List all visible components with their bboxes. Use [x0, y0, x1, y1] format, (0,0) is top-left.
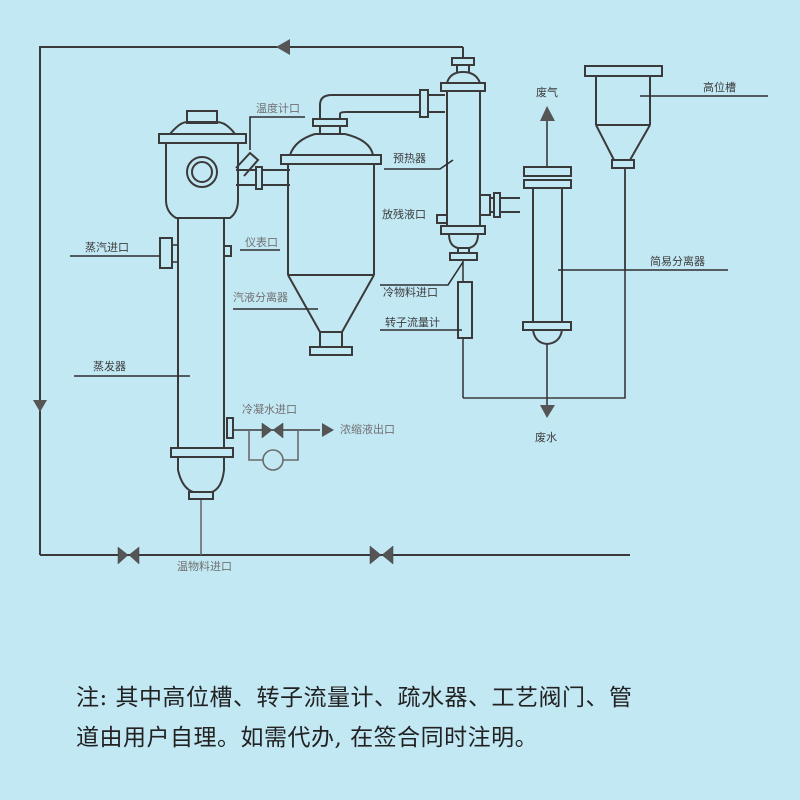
label-steam-inlet: 蒸汽进口 — [85, 240, 129, 254]
arrow-left-icon — [276, 39, 290, 55]
evaporator — [158, 110, 260, 500]
label-concentrate-outlet: 浓缩液出口 — [340, 422, 395, 436]
label-instrument-port: 仪表口 — [245, 235, 278, 249]
preheater — [436, 47, 520, 282]
arrow-right-icon — [322, 423, 334, 437]
head-tank — [584, 65, 663, 270]
label-condensate-inlet: 冷凝水进口 — [242, 402, 297, 416]
valve-icon[interactable] — [117, 546, 140, 565]
process-flow-diagram: 温度计口 预热器 放残液口 废气 高位槽 简易分离器 蒸汽进口 仪表口 汽液分离… — [33, 39, 768, 573]
arrow-up-icon — [540, 106, 555, 121]
footnote-line-2: 道由用户自理。如需代办, 在签合同时注明。 — [76, 725, 539, 751]
label-preheater: 预热器 — [393, 152, 426, 165]
vapor-liquid-separator — [280, 118, 382, 356]
footnote: 注: 其中高位槽、转子流量计、疏水器、工艺阀门、管 道由用户自理。如需代办, 在… — [76, 678, 716, 758]
valve-icon[interactable] — [261, 422, 284, 439]
simple-separator — [522, 106, 572, 418]
label-vapor-liquid-separator: 汽液分离器 — [233, 290, 288, 304]
label-head-tank: 高位槽 — [703, 80, 736, 94]
valve-icon[interactable] — [369, 545, 394, 565]
label-waste-gas: 废气 — [536, 85, 558, 99]
label-evaporator: 蒸发器 — [93, 359, 126, 373]
label-rotameter: 转子流量计 — [385, 315, 440, 329]
bottom-feed-pipe — [40, 498, 630, 565]
label-residue-drain: 放残液口 — [382, 207, 426, 221]
preheater-vapor-pipe — [319, 89, 445, 119]
label-temperature-port: 温度计口 — [256, 101, 300, 115]
label-warm-feed-inlet: 温物料进口 — [177, 559, 232, 573]
label-simple-separator: 简易分离器 — [650, 254, 705, 268]
top-return-pipe — [33, 39, 463, 555]
arrow-down-icon — [540, 405, 555, 418]
vapor-pipe — [236, 166, 290, 190]
condensate-outlet-line — [233, 422, 334, 471]
steam-trap-icon — [262, 449, 284, 471]
label-waste-water: 废水 — [535, 430, 557, 444]
footnote-line-1: 注: 其中高位槽、转子流量计、疏水器、工艺阀门、管 — [76, 685, 633, 711]
leader-lines — [70, 95, 768, 377]
arrow-down-icon — [33, 400, 47, 412]
label-cold-feed-inlet: 冷物料进口 — [383, 285, 438, 299]
